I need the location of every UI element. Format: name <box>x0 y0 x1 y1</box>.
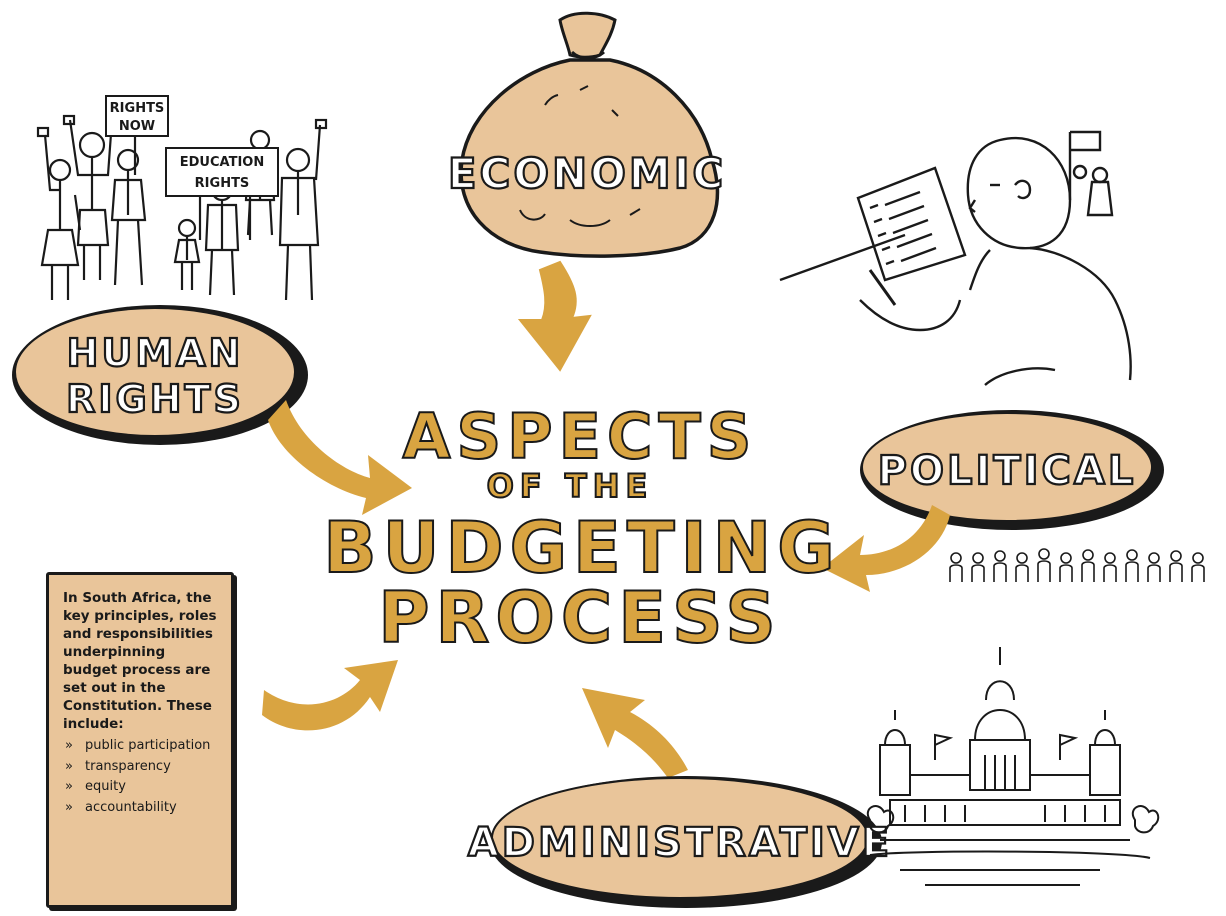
administrative-bubble <box>490 776 882 908</box>
arrow-administrative-to-center <box>582 688 688 778</box>
arrow-political-to-center <box>822 505 950 592</box>
list-item-label: transparency <box>85 758 171 774</box>
title-line-process: PROCESS <box>378 577 782 659</box>
list-item-label: equity <box>85 779 126 794</box>
bullet-glyph: » <box>65 779 73 794</box>
arrow-info-to-center <box>262 660 398 731</box>
arrow-human-rights-to-center <box>268 400 412 515</box>
human-rights-bubble <box>12 305 308 445</box>
administrative-label: ADMINISTRATIVE <box>468 820 892 866</box>
human-rights-label-line2: RIGHTS <box>66 377 244 421</box>
list-item: » accountability <box>63 799 221 817</box>
list-item: » equity <box>63 778 221 796</box>
title-line-of-the: OF THE <box>487 467 654 505</box>
economic-label: ECONOMIC <box>448 149 726 198</box>
sign-education-line2: RIGHTS <box>195 176 250 191</box>
list-item-label: public participation <box>85 738 211 753</box>
sign-education-line1: EDUCATION <box>180 155 264 170</box>
arrow-economic-to-center <box>517 260 592 372</box>
government-building-illustration <box>866 647 1160 886</box>
sign-education-rights: EDUCATION RIGHTS <box>165 147 279 197</box>
list-item-label: accountability <box>85 799 177 815</box>
principles-list: » public participation » transparency » equ… <box>63 737 221 816</box>
list-item: » public participation <box>63 737 221 755</box>
info-box-intro: In South Africa, the key principles, rol… <box>63 590 217 732</box>
human-rights-label-line1: HUMAN <box>67 331 244 375</box>
political-bubble <box>860 410 1164 530</box>
protest-crowd-illustration <box>36 114 328 301</box>
title-line-budgeting: BUDGETING <box>323 507 840 589</box>
money-bag-icon <box>459 11 720 258</box>
list-item: » transparency <box>63 758 221 776</box>
constitution-info-box: In South Africa, the key principles, rol… <box>46 572 234 908</box>
bullet-glyph: » <box>65 758 73 774</box>
title-line-aspects: ASPECTS <box>403 400 758 473</box>
sign-rights-now-line2: NOW <box>119 119 155 134</box>
sign-rights-now-line1: RIGHTS <box>110 101 165 116</box>
bullet-glyph: » <box>65 738 73 753</box>
bullet-glyph: » <box>65 799 73 815</box>
voter-illustration <box>779 130 1132 386</box>
political-label: POLITICAL <box>878 448 1137 494</box>
sign-rights-now: RIGHTS NOW <box>105 95 169 137</box>
audience-crowd-illustration <box>949 548 1205 582</box>
